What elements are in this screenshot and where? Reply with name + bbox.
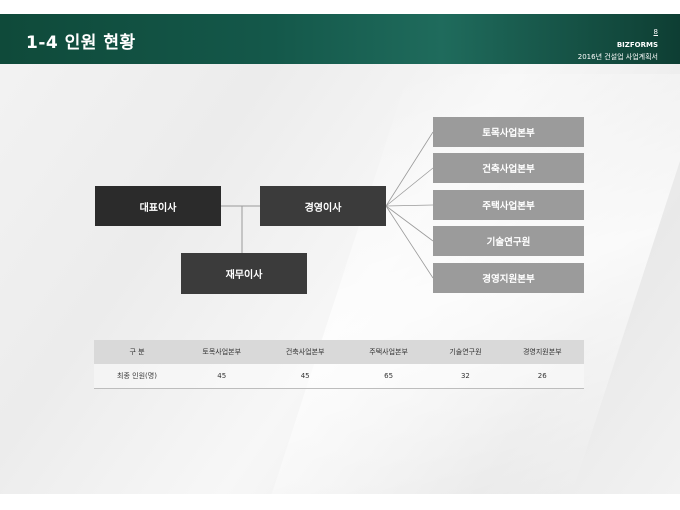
table-header-cell: 건축사업본부: [263, 340, 347, 364]
page-title: 1-4 인원 현황: [26, 33, 136, 53]
table-cell: 45: [180, 364, 264, 389]
table-header-row: 구 분 토목사업본부 건축사업본부 주택사업본부 기술연구원 경영지원본부: [94, 340, 584, 364]
table-header-cell: 구 분: [94, 340, 180, 364]
table-header-cell: 경영지원본부: [500, 340, 584, 364]
table-row-label: 최종 인원(명): [94, 364, 180, 389]
slide-header: 1-4 인원 현황 8 BIZFORMS 2016년 건설업 사업계획서: [0, 14, 680, 64]
table-row: 최종 인원(명) 45 45 65 32 26: [94, 364, 584, 389]
table-header-cell: 주택사업본부: [346, 340, 431, 364]
org-box-finance-director: 재무이사: [181, 253, 307, 294]
page-number: 8: [653, 28, 658, 36]
table-cell: 65: [346, 364, 431, 389]
table-cell: 32: [430, 364, 501, 389]
table-cell: 26: [500, 364, 584, 389]
org-box-division-housing: 주택사업본부: [433, 190, 584, 220]
document-subtitle: 2016년 건설업 사업계획서: [577, 53, 658, 61]
brand-label: BIZFORMS: [616, 41, 658, 49]
table-header-cell: 기술연구원: [430, 340, 501, 364]
table-cell: 45: [263, 364, 347, 389]
org-box-division-management-support: 경영지원본부: [433, 263, 584, 293]
org-box-division-civil: 토목사업본부: [433, 117, 584, 147]
table-header-cell: 토목사업본부: [180, 340, 264, 364]
org-box-ceo: 대표이사: [95, 186, 221, 226]
org-box-division-architecture: 건축사업본부: [433, 153, 584, 183]
org-box-division-research: 기술연구원: [433, 226, 584, 256]
org-box-managing-director: 경영이사: [260, 186, 386, 226]
staff-table: 구 분 토목사업본부 건축사업본부 주택사업본부 기술연구원 경영지원본부 최종…: [94, 340, 584, 389]
